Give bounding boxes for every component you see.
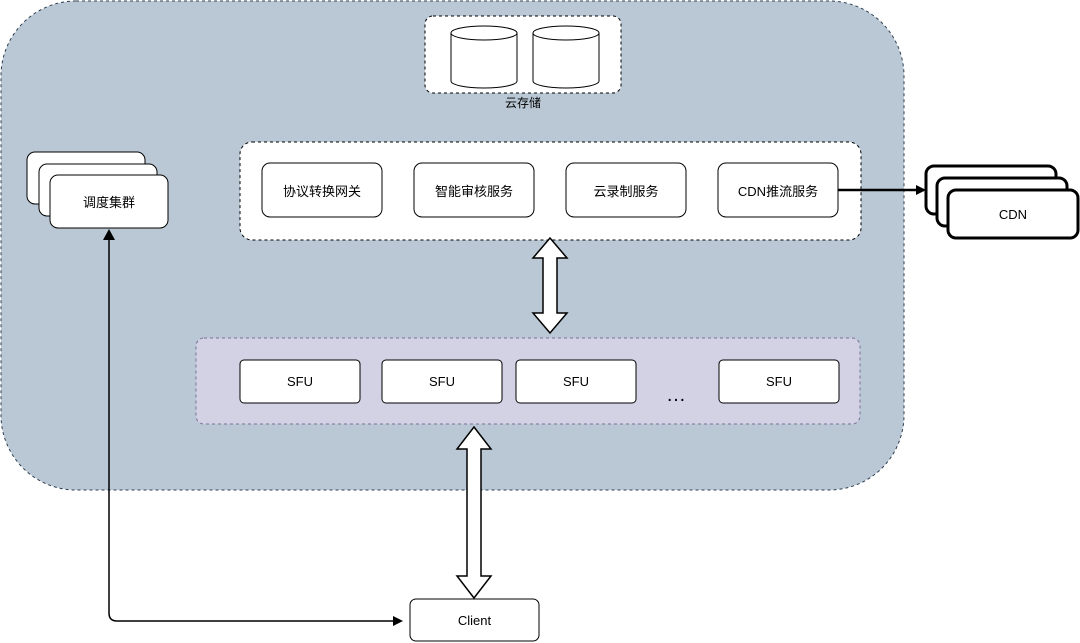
arrowhead-up	[103, 229, 115, 240]
sfu-node[interactable]	[239, 359, 361, 404]
services-group	[239, 141, 862, 241]
cdn-box[interactable]	[946, 188, 1080, 240]
database-icon	[532, 25, 600, 89]
client-box[interactable]	[409, 598, 540, 642]
scheduler-box[interactable]	[49, 174, 169, 229]
sfu-node[interactable]	[718, 359, 840, 404]
service-box[interactable]	[413, 162, 535, 218]
database-icon	[450, 25, 518, 89]
scheduler-client-connector	[108, 236, 403, 626]
double-arrow	[531, 236, 569, 335]
double-arrow	[455, 425, 493, 600]
service-box[interactable]	[717, 162, 839, 218]
service-box[interactable]	[261, 162, 383, 218]
sfu-node[interactable]	[515, 359, 637, 404]
service-box[interactable]	[565, 162, 687, 218]
sfu-node[interactable]	[381, 359, 503, 404]
